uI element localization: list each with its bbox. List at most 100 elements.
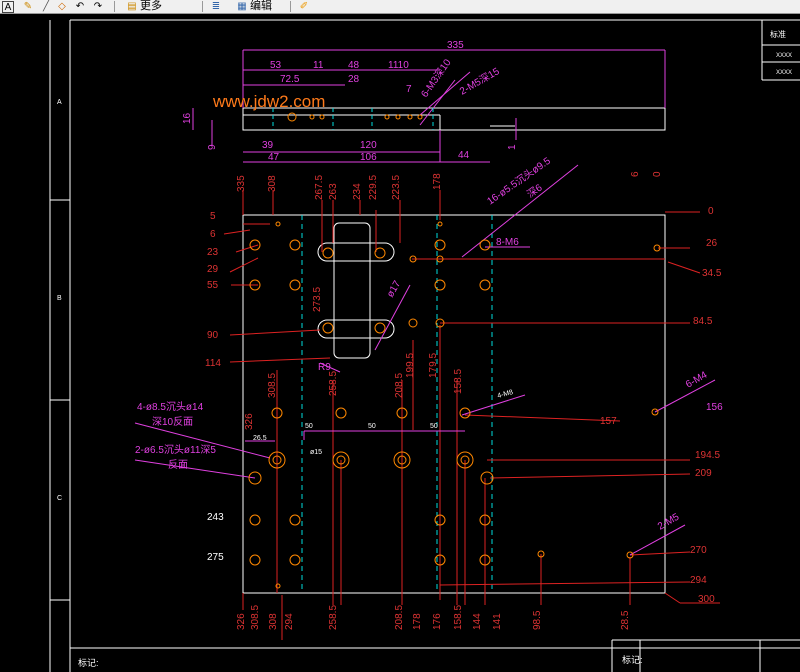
dim-mid-phi17: ø17 [385,279,403,300]
title-block-top: 标准 [770,29,786,39]
layers-icon: ≣ [211,0,221,12]
red-leader-lines [223,190,720,640]
edit-icon: ▦ [237,0,247,12]
side-view-centerlines [272,108,434,130]
top-dimension-lines [192,49,666,163]
undo-button[interactable]: ↶ [74,0,86,13]
dim-bottom-326: 326 [236,613,247,630]
text-tool-button[interactable]: A [2,0,14,13]
dim-right-157: 157 [600,416,617,427]
dim-top-28: 28 [348,74,360,85]
dim-left-26-5: 26.5 [253,435,267,442]
dim-bottom-141: 141 [492,613,503,630]
toolbar-separator [114,1,115,12]
zone-letter-a: A [57,99,62,106]
title-block-low: XXXX [776,70,792,76]
toolbar: A ✎ ╱ ◇ ↶ ↷ ▤ 更多 ≣ ▦ 编辑 ✐ [0,0,800,14]
dim-left-55: 55 [207,280,219,291]
title-block-mid: XXXX [776,53,792,59]
dim-mid-50-a: 50 [305,423,313,430]
dim-mid-258-5: 258.5 [328,371,339,396]
document-icon: ▤ [127,0,137,12]
eraser-icon: ◇ [58,0,66,12]
dim-bottom-294: 294 [284,613,295,630]
dim-left-114: 114 [205,358,221,369]
dim-top-44: 44 [458,150,470,161]
bottom-left-label: 标记: [78,657,99,668]
dim-left-275: 275 [207,552,224,563]
line-icon: ╱ [42,0,50,12]
dim-top-48: 48 [348,60,360,71]
side-view-holes [287,112,423,122]
zone-letter-b: B [57,295,62,302]
slot-cutout [317,222,395,359]
callout-16-holes: 16-ø5.5沉头ø9.5 [484,154,553,208]
more-button[interactable]: ▤ 更多 [126,0,162,13]
callout-2-holes-back: 反面 [168,459,188,471]
side-view-outline [242,107,666,131]
edit-button[interactable]: ▦ 编辑 [236,0,272,13]
dim-top-72-5: 72.5 [280,74,300,85]
erase-button[interactable]: ◇ [56,0,68,13]
callout-6-m3: 6-M3深10 [419,57,454,100]
dim-top-53: 53 [270,60,282,71]
dim-col-0: 0 [652,171,663,177]
dim-bottom-28-5: 28.5 [620,610,631,630]
dim-top-39: 39 [262,140,274,151]
toolbar-separator [202,1,203,12]
dim-bottom-98-5: 98.5 [532,610,543,630]
dim-top-106: 106 [360,152,377,163]
dim-col-223-5: 223.5 [391,175,402,200]
watermark-text: www.jdw2.com [212,92,325,111]
redo-button[interactable]: ↷ [92,0,104,13]
dim-right-0: 0 [708,206,714,217]
dim-top-16: 16 [182,112,193,124]
zone-letter-c: C [57,495,62,502]
dim-left-326: 326 [244,413,255,430]
dim-right-26: 26 [706,238,718,249]
undo-icon: ↶ [75,0,85,12]
dim-bottom-176: 176 [432,613,443,630]
right-dimension-texts: 0 26 34.5 84.5 157 156 194.5 209 270 294… [600,206,723,605]
dim-top-47: 47 [268,152,280,163]
drawing-frame [49,19,800,672]
dim-bottom-258-5: 258.5 [328,605,339,630]
dim-right-194-5: 194.5 [695,450,720,461]
dim-bottom-308: 308 [268,613,279,630]
dim-left-23: 23 [207,247,219,258]
dim-mid-50-b: 50 [368,423,376,430]
callout-4-holes-depth: 深10反面 [152,416,193,428]
bottom-right-label: 标记: [622,654,643,665]
dim-bottom-308-5: 308.5 [250,605,261,630]
draw-button[interactable]: ✎ [22,0,34,13]
dim-top-7: 7 [406,84,412,95]
callout-6-m4: 6-M4 [684,369,710,390]
dim-col-267-5: 267.5 [314,175,325,200]
dim-top-11: 11 [313,60,324,71]
dim-col-263: 263 [328,183,339,200]
line-button[interactable]: ╱ [40,0,52,13]
bottom-dimension-texts: 326 308.5 308 294 258.5 208.5 178 176 15… [236,605,631,630]
dim-left-308: 308 [267,175,278,192]
highlight-button[interactable]: ✐ [298,0,310,13]
dim-mid-273-5: 273.5 [312,287,323,312]
pencil-icon: ✎ [23,0,33,12]
plate-centerlines [301,215,493,593]
mid-dimension-texts: 273.5 R9 ø17 258.5 208.5 199.5 179.5 158… [305,237,710,533]
callout-16-holes-depth: 深6 [525,181,545,200]
dim-bottom-158-5: 158.5 [453,605,464,630]
dim-col-6: 6 [630,171,641,177]
dim-mid-208-5: 208.5 [394,373,405,398]
callout-2-holes: 2-ø6.5沉头ø11深5 [135,443,216,456]
redo-icon: ↷ [93,0,103,12]
magenta-leaders [134,164,716,556]
dim-mid-r9: R9 [318,362,331,373]
cad-drawing-canvas[interactable]: A B C 标准 XXXX XXXX 标记: 标记: [0,14,800,672]
dim-top-120: 120 [360,140,377,151]
dim-mid-199-5: 199.5 [405,353,416,378]
dim-left-5: 5 [210,211,216,222]
dim-left-308-5: 308.5 [267,373,278,398]
layers-button[interactable]: ≣ [210,0,222,13]
dim-mid-158-5: 158.5 [453,369,464,394]
dim-right-84-5: 84.5 [693,316,713,327]
